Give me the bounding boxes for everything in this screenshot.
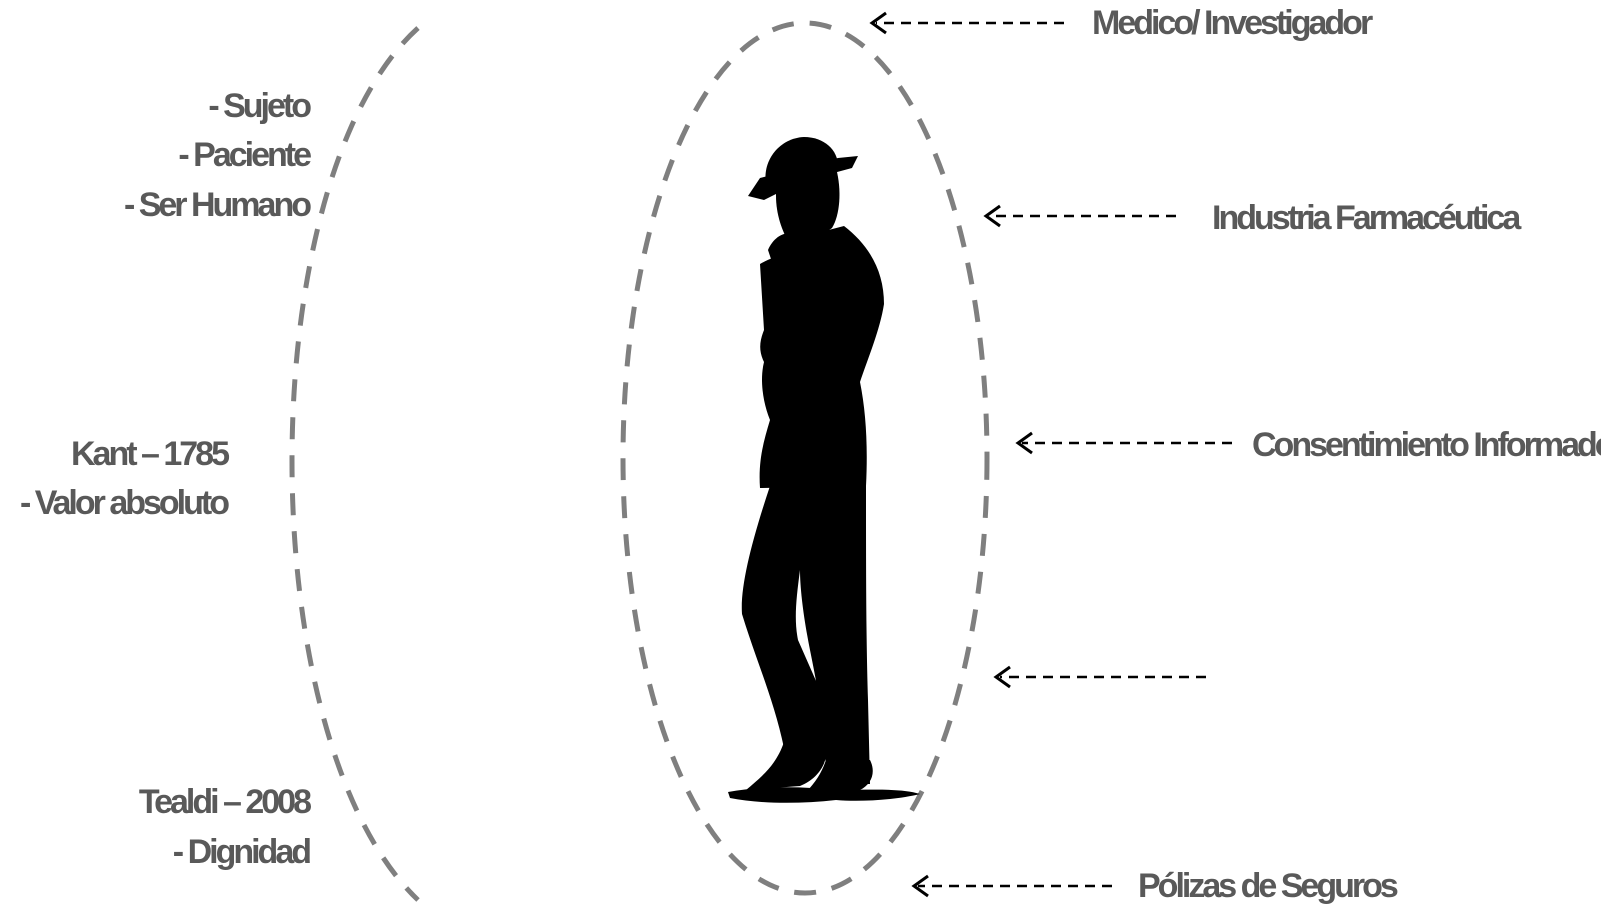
label-industria-farmaceutica: Industria Farmacéutica	[1212, 201, 1518, 235]
arrow-medico	[872, 13, 1064, 33]
left-dashed-arc	[292, 28, 418, 900]
label-paciente: - Paciente	[178, 138, 309, 172]
thinking-man-silhouette-icon	[728, 137, 920, 803]
arrow-consentimiento	[1018, 433, 1232, 453]
arrow-polizas	[914, 876, 1112, 896]
label-medico-investigador: Medico/ Investigador	[1092, 6, 1370, 40]
label-valor-absoluto: - Valor absoluto	[20, 486, 227, 520]
label-polizas-de-seguros: Pólizas de Seguros	[1138, 869, 1396, 903]
label-dignidad: - Dignidad	[173, 835, 309, 869]
arrow-unlabeled	[996, 667, 1206, 687]
label-kant: Kant – 1785	[71, 437, 227, 471]
label-ser-humano: - Ser Humano	[124, 188, 309, 222]
arrow-industria	[986, 206, 1176, 226]
label-tealdi: Tealdi – 2008	[139, 785, 309, 819]
label-consentimiento-informado: Consentimiento Informado	[1252, 428, 1601, 462]
label-sujeto: - Sujeto	[208, 89, 309, 123]
